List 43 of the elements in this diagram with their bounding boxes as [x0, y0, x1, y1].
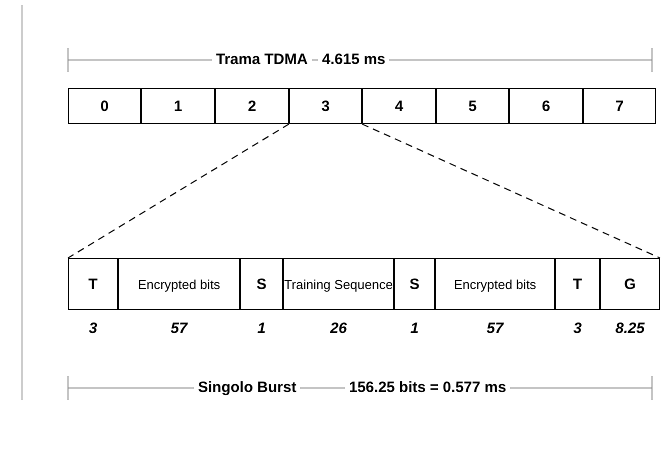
- slot-box: [68, 88, 141, 124]
- slot-number: 5: [468, 98, 477, 114]
- zoom-line: [68, 123, 290, 259]
- slot-number: 0: [100, 98, 109, 114]
- slot-box: [141, 88, 215, 124]
- slot-box: [583, 88, 656, 124]
- slot-number: 6: [542, 98, 550, 114]
- burst-field-box: [68, 258, 118, 310]
- dimension-title: Singolo Burst: [194, 379, 300, 396]
- slot-number: 4: [394, 98, 404, 114]
- burst-field-box: [435, 258, 555, 310]
- field-name: Encrypted bits: [138, 276, 220, 292]
- slot-number: 2: [248, 98, 256, 114]
- burst-field-box: [283, 258, 394, 310]
- burst-field-box: [240, 258, 283, 310]
- burst-field-box: [555, 258, 600, 310]
- slot-number: 1: [174, 98, 182, 114]
- slot-box: [509, 88, 583, 124]
- zoom-line: [362, 123, 660, 259]
- bit-count: 3: [88, 320, 98, 337]
- field-name: Training Sequence: [284, 276, 393, 292]
- field-name: T: [88, 276, 98, 292]
- field-name: Encrypted bits: [454, 276, 536, 292]
- bit-count: 57: [170, 320, 189, 337]
- slot-number: 3: [321, 98, 330, 114]
- bit-count: 8.25: [614, 320, 646, 337]
- bit-count: 57: [486, 320, 505, 337]
- field-name: G: [624, 276, 636, 292]
- burst-field-box: [394, 258, 435, 310]
- burst-field-box: [118, 258, 240, 310]
- field-name: T: [572, 276, 582, 292]
- field-name: S: [409, 276, 420, 292]
- slot-number: 7: [615, 98, 624, 114]
- field-name: S: [256, 276, 266, 292]
- slot-box: [436, 88, 509, 124]
- bit-count: 26: [329, 320, 348, 337]
- slot-box: [215, 88, 289, 124]
- burst-field-box: [600, 258, 660, 310]
- slot-box: [289, 88, 362, 124]
- bit-count: 1: [256, 320, 267, 337]
- bit-count: 3: [572, 320, 583, 337]
- bit-count: 1: [409, 320, 420, 337]
- slot-box: [362, 88, 436, 124]
